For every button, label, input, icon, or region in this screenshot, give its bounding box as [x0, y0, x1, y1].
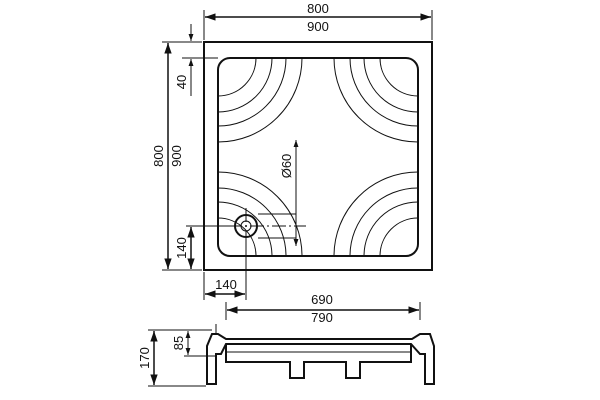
dim-rim-offset-40: 40	[174, 75, 189, 89]
dimension-inner-length: 690 790	[225, 292, 421, 325]
dimension-rim-offset: 40	[174, 24, 218, 96]
side-section-view	[206, 324, 435, 385]
drain-diameter-callout: Ø60	[258, 140, 299, 246]
dimension-drain-offset-y: 140	[174, 225, 232, 269]
dim-side-height-800: 800	[151, 145, 166, 167]
tray-outer-rim	[203, 41, 433, 271]
drain-outlet	[228, 208, 306, 244]
dim-total-height-170: 170	[137, 347, 152, 369]
plan-view: Ø60	[203, 41, 433, 271]
dim-top-width-900: 900	[307, 19, 329, 34]
dim-drain-diameter: Ø60	[279, 154, 294, 179]
dim-drain-offset-y-140: 140	[174, 237, 189, 259]
dimension-drain-offset-x: 140	[203, 238, 247, 300]
dim-top-width-800: 800	[307, 1, 329, 16]
dim-length-690: 690	[311, 292, 333, 307]
dim-tray-depth-85: 85	[171, 336, 186, 350]
tray-inner-basin	[217, 57, 419, 257]
dim-length-790: 790	[311, 310, 333, 325]
dim-side-height-900: 900	[169, 145, 184, 167]
dimension-top-width: 800 900	[203, 1, 433, 40]
basin-grooves	[217, 57, 419, 257]
dimension-side-height: 800 900	[151, 41, 202, 271]
dimension-total-height: 170	[137, 329, 212, 387]
dim-drain-offset-x-140: 140	[215, 277, 237, 292]
dimension-tray-depth: 85	[171, 331, 216, 357]
